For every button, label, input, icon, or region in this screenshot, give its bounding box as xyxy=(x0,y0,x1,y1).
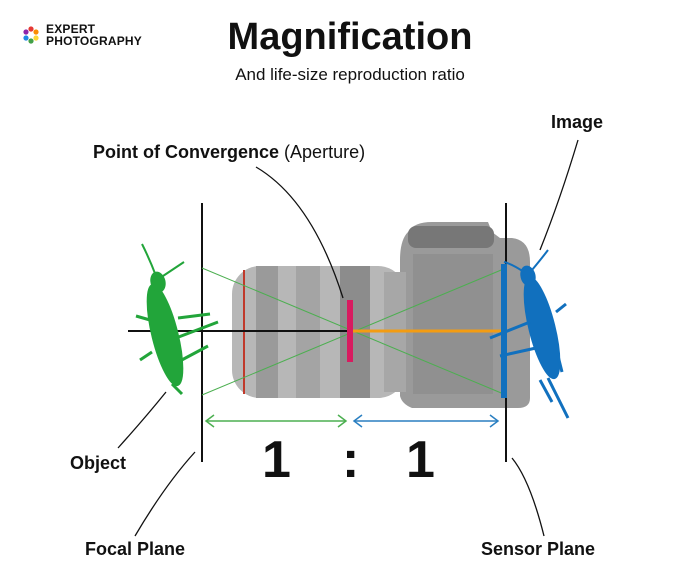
ratio-separator: : xyxy=(342,431,360,489)
object-distance-arrow xyxy=(204,414,348,428)
focal-plane-label: Focal Plane xyxy=(85,539,186,559)
brand-line-2: PHOTOGRAPHY xyxy=(46,34,142,48)
focal-plane-leader xyxy=(134,451,196,537)
brand-line-1: EXPERT xyxy=(46,22,96,36)
sensor-plane-label: Sensor Plane xyxy=(481,539,596,559)
object-label: Object xyxy=(70,453,127,473)
sensor-plane-leader xyxy=(511,457,545,537)
image-distance-arrow xyxy=(352,414,500,428)
ratio-right: 1 xyxy=(406,431,435,489)
flower-logo-icon xyxy=(23,26,39,44)
image-label: Image xyxy=(551,112,604,132)
brand-logo: EXPERT PHOTOGRAPHY xyxy=(22,23,142,47)
page-title: Magnification xyxy=(227,16,473,58)
convergence-label: Point of Convergence (Aperture) xyxy=(93,142,365,163)
camera xyxy=(232,222,530,408)
image-beetle xyxy=(489,249,570,419)
image-leader xyxy=(539,139,579,251)
page-subtitle: And life-size reproduction ratio xyxy=(235,65,465,84)
convergence-leader xyxy=(255,166,344,299)
convergence-label-light: (Aperture) xyxy=(284,142,366,162)
object-leader xyxy=(117,391,167,449)
object-beetle xyxy=(135,243,219,396)
aperture-bar xyxy=(347,300,353,362)
convergence-label-bold: Point of Convergence xyxy=(93,142,280,162)
ratio-left: 1 xyxy=(262,431,291,489)
light-rays xyxy=(128,267,507,396)
